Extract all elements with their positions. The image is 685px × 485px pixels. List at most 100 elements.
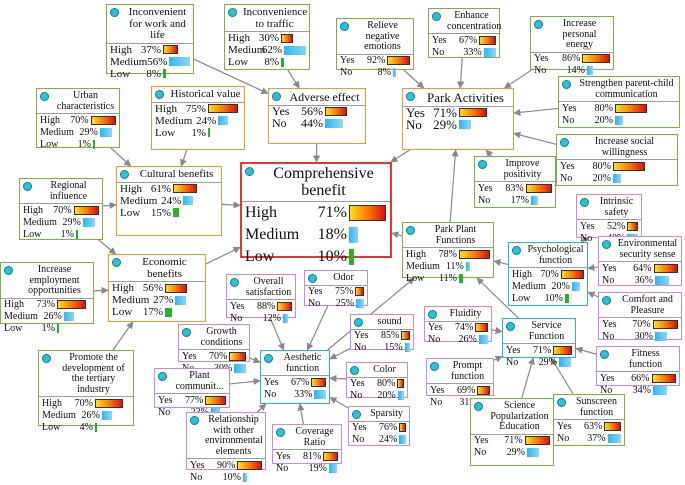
node-title-text: Increase social willingness [595, 136, 654, 158]
state-bar [281, 34, 293, 43]
state-label: Yes [562, 103, 589, 114]
state-percent: 29% [74, 127, 100, 138]
edge-arrow [230, 381, 260, 384]
node-title-text: Environmental security sense [618, 238, 677, 260]
state-label: Low [512, 293, 539, 304]
state-bar [356, 299, 364, 308]
state-bar [237, 461, 262, 470]
state-bar [283, 314, 288, 323]
state-label: No [308, 298, 335, 309]
node-dot-icon [112, 258, 121, 267]
node-title-text: Relieve negative emotions [364, 20, 401, 52]
state-label: No [557, 433, 584, 444]
state-bar [57, 300, 86, 309]
edge-arrow [288, 70, 299, 88]
state-percent: 26% [38, 311, 64, 322]
node-title-text: Intrinsic safety [600, 196, 633, 218]
state-bar [355, 287, 364, 296]
state-percent: 26% [76, 410, 102, 421]
state-label: No [560, 173, 587, 184]
node-relationship-env[interactable]: Relationship with other environmental el… [186, 412, 266, 470]
state-percent: 80% [377, 378, 397, 389]
state-bar [479, 36, 496, 45]
node-title-text: Economic benefits [142, 256, 187, 280]
state-percent: 10% [313, 248, 349, 266]
state-percent: 66% [627, 373, 652, 384]
state-label: Medium [42, 410, 76, 421]
node-title-text: Park Plant Functions [435, 224, 476, 246]
edge-arrow [99, 240, 116, 254]
node-promote-tertiary[interactable]: Promote the development of the tertiary … [38, 350, 134, 426]
node-dot-icon [602, 240, 611, 249]
state-percent: 33% [459, 47, 484, 58]
state-label: Yes [430, 385, 457, 396]
node-dot-icon [182, 328, 191, 337]
state-percent: 11% [440, 261, 466, 272]
state-bar [653, 320, 678, 329]
node-title: Promote the development of the tertiary … [39, 351, 133, 396]
state-bar [582, 54, 610, 63]
state-bar [349, 249, 354, 265]
state-percent: 80% [587, 161, 613, 172]
state-label: Yes [340, 55, 367, 66]
state-percent: 17% [139, 306, 165, 318]
node-title: Relationship with other environmental el… [187, 413, 265, 458]
edge-arrow [492, 330, 502, 332]
state-label: High [23, 205, 50, 216]
state-percent: 20% [587, 173, 613, 184]
